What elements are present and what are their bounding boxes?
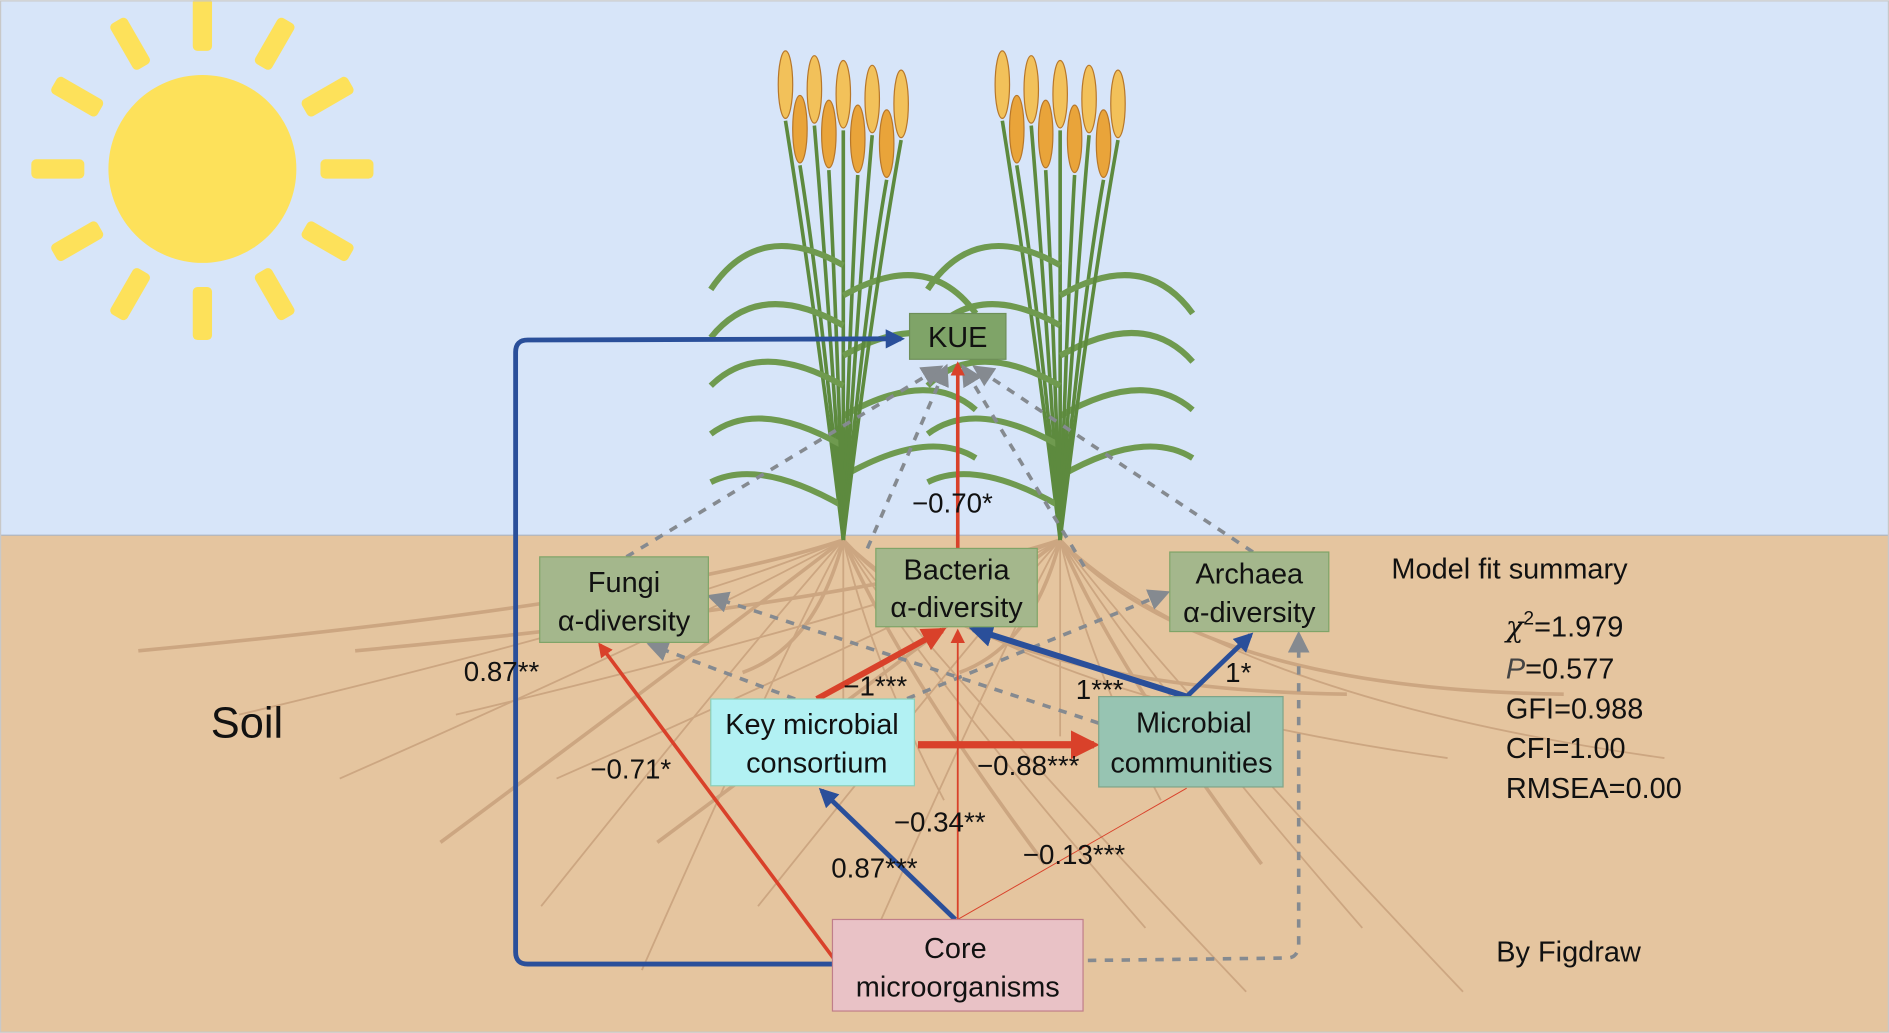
chi-symbol: χ xyxy=(1504,609,1525,643)
coef-core-key: 0.87*** xyxy=(831,852,917,883)
soil-label: Soil xyxy=(211,700,283,748)
cfi: CFI=1.00 xyxy=(1506,733,1626,765)
p-symbol: P xyxy=(1506,654,1526,686)
coef-communities-archaea: 1* xyxy=(1225,657,1251,688)
coef-core-communities: −0.13*** xyxy=(1023,839,1126,870)
coef-bacteria-kue: −0.70* xyxy=(912,487,993,518)
sun-icon xyxy=(31,0,374,341)
node-kue: KUE xyxy=(908,312,1007,360)
node-archaea-label-2: α-diversity xyxy=(1183,597,1316,629)
path-core-fungi xyxy=(598,642,838,963)
coef-core-kue: 0.87** xyxy=(464,656,540,687)
node-bacteria-label-2: α-diversity xyxy=(890,592,1023,624)
rmsea: RMSEA=0.00 xyxy=(1506,773,1682,805)
chi-superscript: 2 xyxy=(1523,608,1534,629)
path-communities-archaea xyxy=(1184,632,1254,699)
node-archaea-label-1: Archaea xyxy=(1195,558,1304,590)
node-communities-label-1: Microbial xyxy=(1136,708,1252,740)
p-value: P=0.577 xyxy=(1506,654,1615,686)
node-bacteria-label-1: Bacteria xyxy=(904,555,1011,587)
model-fit-summary: Model fit summary χ2=1.979 P=0.577 GFI=0… xyxy=(1391,554,1681,805)
path-core-communities xyxy=(957,787,1187,920)
coef-communities-bacteria: 1*** xyxy=(1076,674,1124,705)
model-fit-title: Model fit summary xyxy=(1391,554,1628,586)
coef-core-bacteria: −0.34** xyxy=(894,807,986,838)
node-kue-label: KUE xyxy=(928,322,987,354)
node-key-label-1: Key microbial xyxy=(725,709,899,741)
path-core-key xyxy=(818,787,958,922)
chi-square: χ2=1.979 xyxy=(1504,608,1623,643)
credit-label: By Figdraw xyxy=(1496,937,1641,969)
wheat-plants-icon xyxy=(708,50,1196,541)
node-communities-label-2: communities xyxy=(1110,748,1272,780)
node-fungi-label-2: α-diversity xyxy=(558,605,691,637)
node-archaea: Archaea α-diversity xyxy=(1169,551,1330,633)
chi-value: =1.979 xyxy=(1534,611,1623,643)
path-core-kue xyxy=(513,329,905,967)
node-core: Core microorganisms xyxy=(831,918,1084,1012)
nonsignificant-paths xyxy=(625,363,1310,963)
p-number: =0.577 xyxy=(1525,654,1614,686)
coef-core-fungi: −0.71* xyxy=(590,754,671,785)
node-bacteria: Bacteria α-diversity xyxy=(875,547,1038,628)
gfi: GFI=0.988 xyxy=(1506,693,1643,725)
node-key-label-2: consortium xyxy=(746,748,887,780)
coef-key-communities: −0.88*** xyxy=(977,750,1080,781)
node-fungi-label-1: Fungi xyxy=(588,567,660,599)
path-key-bacteria xyxy=(815,627,947,702)
node-fungi: Fungi α-diversity xyxy=(539,556,709,643)
node-core-label-2: microorganisms xyxy=(856,972,1060,1004)
significant-paths xyxy=(513,329,1254,967)
node-microbial-communities: Microbial communities xyxy=(1098,696,1284,788)
path-communities-bacteria xyxy=(968,623,1188,700)
node-key-consortium: Key microbial consortium xyxy=(710,698,915,787)
coef-key-bacteria: −1*** xyxy=(843,670,907,701)
node-core-label-1: Core xyxy=(924,933,987,965)
